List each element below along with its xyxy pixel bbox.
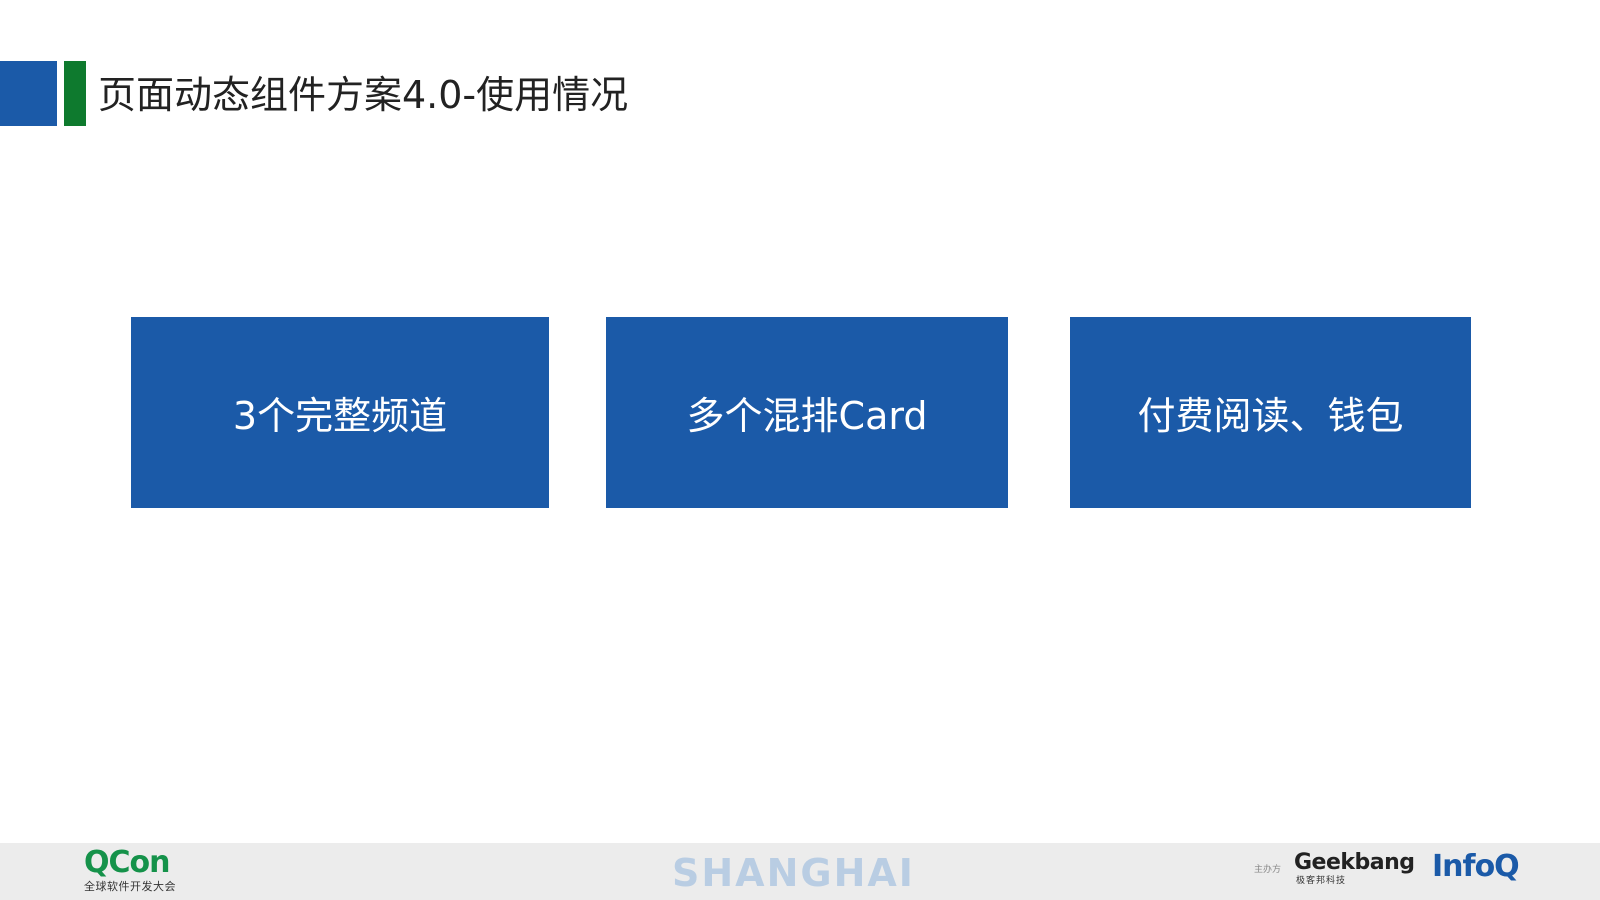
city-label: SHANGHAI — [672, 851, 915, 895]
card-complete-channels: 3个完整频道 — [131, 317, 549, 508]
card-label: 3个完整频道 — [232, 394, 448, 438]
qcon-logo: QCon 全球软件开发大会 — [84, 845, 194, 896]
title-accent-green-bar — [64, 61, 86, 126]
footer-bar: QCon 全球软件开发大会 SHANGHAI 主办方 Geekbang 极客邦科… — [0, 843, 1600, 900]
geekbang-logo-text: Geekbang — [1294, 850, 1415, 875]
card-label: 多个混排Card — [686, 394, 928, 438]
organizer-label: 主办方 — [1254, 865, 1282, 875]
geekbang-logo: Geekbang 极客邦科技 — [1294, 849, 1424, 895]
card-mixed-cards: 多个混排Card — [606, 317, 1008, 508]
qcon-logo-text: QCon — [84, 845, 170, 880]
geekbang-subtitle: 极客邦科技 — [1296, 876, 1347, 886]
page-title: 页面动态组件方案4.0-使用情况 — [98, 73, 629, 117]
infoq-logo: InfoQ — [1432, 849, 1520, 884]
card-paid-reading-wallet: 付费阅读、钱包 — [1070, 317, 1471, 508]
card-label: 付费阅读、钱包 — [1137, 394, 1404, 438]
title-accent-blue-bar — [0, 61, 57, 126]
qcon-subtitle: 全球软件开发大会 — [84, 880, 176, 893]
